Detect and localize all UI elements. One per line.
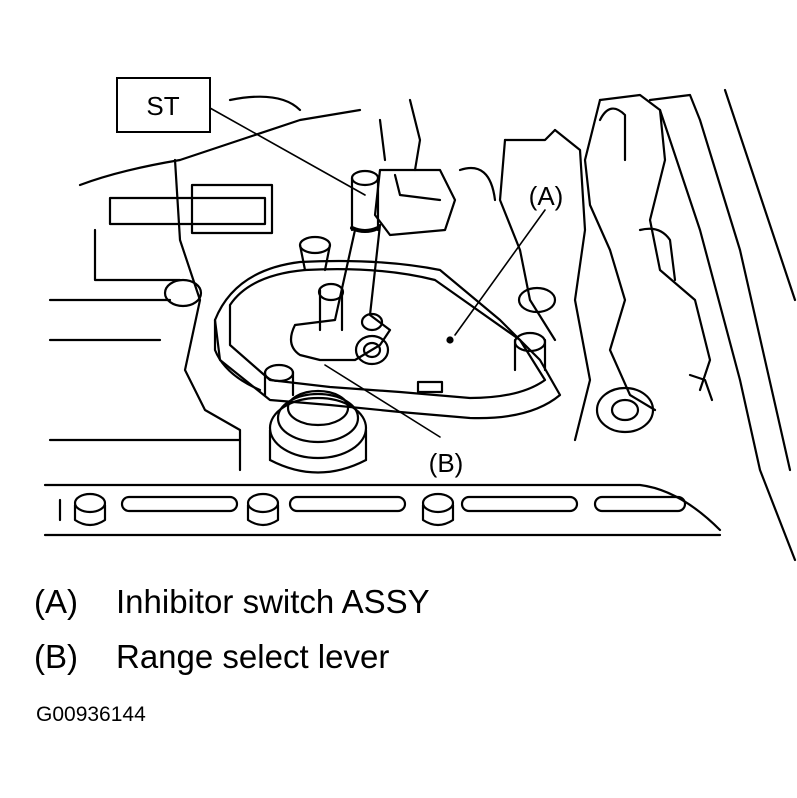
leader-line-st: [209, 107, 366, 196]
legend-text: Range select lever: [116, 638, 390, 675]
transmission-case-outline: [498, 88, 797, 562]
rail-bolts: [73, 492, 455, 527]
leader-lines: [209, 107, 546, 438]
shaft-boss: [268, 389, 368, 474]
special-tool-sleeve: [350, 168, 457, 237]
legend-item-inhibitor-switch: (A) Inhibitor switch ASSY: [34, 583, 430, 621]
legend-text: Inhibitor switch ASSY: [116, 583, 430, 620]
leader-line-a: [454, 209, 546, 336]
legend-key: (B): [34, 638, 78, 675]
a-callout-label: (A): [529, 181, 564, 211]
bolt-rail: [43, 483, 722, 537]
inhibitor-switch-body: [213, 259, 562, 420]
b-callout-label: (B): [429, 448, 464, 478]
legend-key: (A): [34, 583, 78, 620]
leader-line-b: [324, 364, 441, 438]
range-select-lever: [289, 223, 392, 366]
housing-outline-left: [48, 95, 497, 472]
legend-item-range-select-lever: (B) Range select lever: [34, 638, 389, 676]
st-callout-label: ST: [146, 91, 179, 121]
st-callout-box: [116, 77, 211, 133]
figure-id: G00936144: [36, 703, 146, 726]
